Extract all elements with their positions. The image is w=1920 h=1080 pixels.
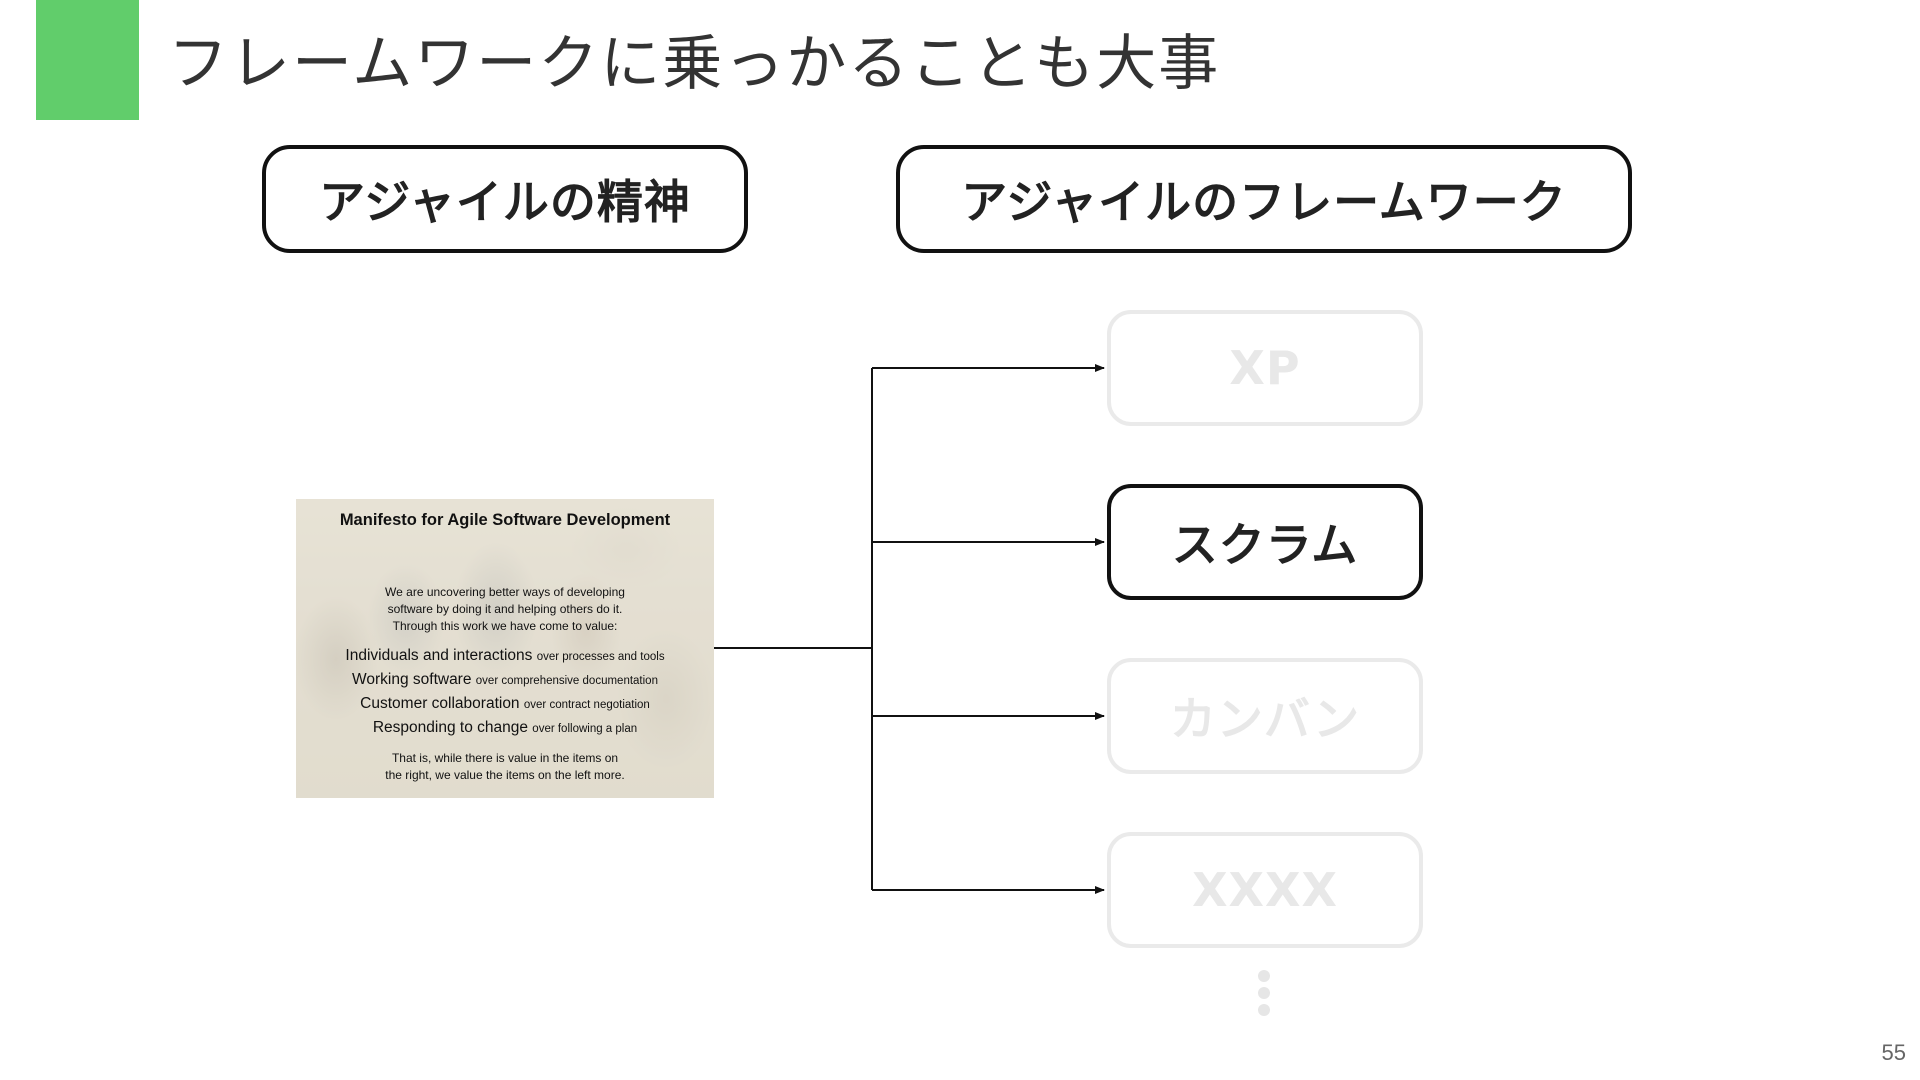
dot: [1258, 987, 1270, 999]
manifesto-intro-line: We are uncovering better ways of develop…: [385, 585, 625, 599]
manifesto-intro-line: software by doing it and helping others …: [387, 602, 623, 616]
framework-label: スクラム: [1171, 518, 1359, 572]
manifesto-value: Responding to change over following a pl…: [296, 719, 714, 737]
manifesto-value-primary: Individuals and interactions: [345, 647, 533, 664]
agile-frameworks-header: アジャイルのフレームワーク: [896, 145, 1632, 253]
page-number: 55: [1881, 1040, 1906, 1065]
manifesto-intro-line: Through this work we have come to value:: [392, 619, 618, 633]
manifesto-value-primary: Customer collaboration: [360, 695, 520, 712]
manifesto-value: Customer collaboration over contract neg…: [296, 695, 714, 713]
framework-label: XXXX: [1192, 863, 1338, 917]
manifesto-title: Manifesto for Agile Software Development: [339, 511, 671, 529]
manifesto-outro-line: the right, we value the items on the lef…: [385, 768, 625, 782]
agile-spirit-header: アジャイルの精神: [262, 145, 748, 253]
manifesto-value-secondary: over processes and tools: [536, 651, 665, 663]
framework-box-xp: XP: [1107, 310, 1423, 426]
agile-frameworks-header-label: アジャイルのフレームワーク: [961, 175, 1567, 229]
dot: [1258, 970, 1270, 982]
framework-label: カンバン: [1169, 692, 1361, 746]
manifesto-overlay: [296, 499, 714, 798]
manifesto-value: Working software over comprehensive docu…: [296, 671, 714, 689]
agile-manifesto-image: Manifesto for Agile Software Development…: [296, 499, 714, 798]
framework-box-scrum: スクラム: [1107, 484, 1423, 600]
framework-box-kanban: カンバン: [1107, 658, 1423, 774]
manifesto-value-secondary: over comprehensive documentation: [475, 675, 658, 687]
manifesto-value-primary: Working software: [352, 671, 472, 688]
manifesto-value: Individuals and interactions over proces…: [296, 647, 714, 665]
manifesto-value-secondary: over contract negotiation: [523, 699, 650, 711]
dot: [1258, 1004, 1270, 1016]
manifesto-value-primary: Responding to change: [372, 719, 528, 736]
manifesto-value-secondary: over following a plan: [532, 723, 638, 735]
manifesto-outro-line: That is, while there is value in the ite…: [391, 751, 619, 765]
more-dots-icon: [1254, 970, 1274, 1020]
slide-title: フレームワークに乗っかることも大事: [168, 29, 1221, 99]
framework-label: XP: [1229, 341, 1301, 395]
framework-box-xxxx: XXXX: [1107, 832, 1423, 948]
agile-spirit-header-label: アジャイルの精神: [319, 175, 691, 229]
title-accent-block: [36, 0, 139, 120]
